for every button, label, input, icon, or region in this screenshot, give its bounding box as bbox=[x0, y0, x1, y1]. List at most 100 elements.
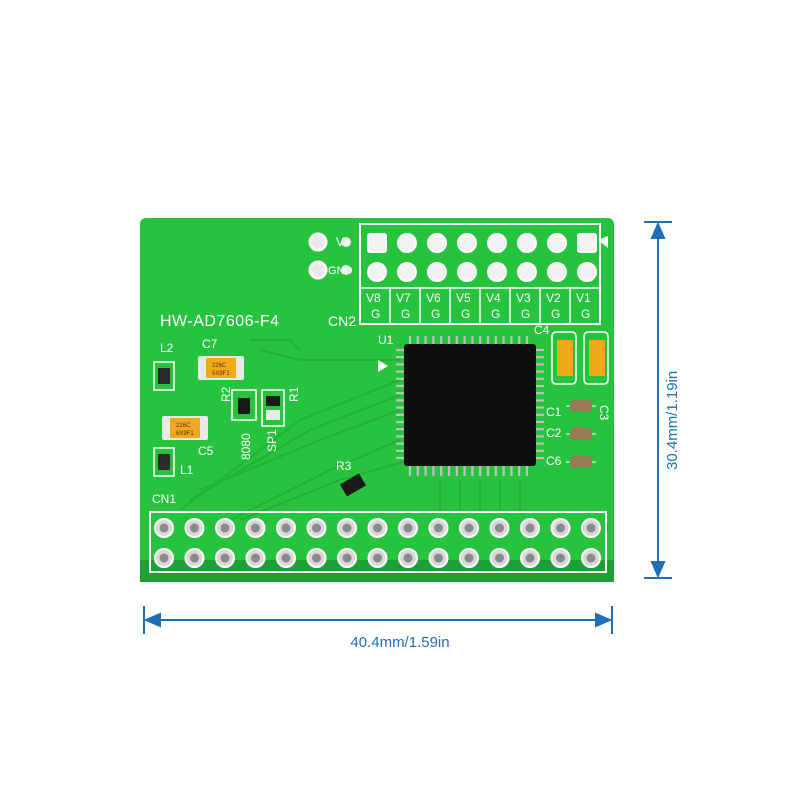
c5-marking: 226C bbox=[176, 423, 191, 429]
ground-label-6: G bbox=[521, 307, 530, 321]
cn1-pin bbox=[373, 523, 382, 533]
cn1-pin bbox=[373, 553, 382, 563]
ground-label-8: G bbox=[581, 307, 590, 321]
cn1-pin bbox=[342, 553, 352, 563]
mode-label: 8080 bbox=[239, 433, 253, 460]
vx-pad bbox=[308, 232, 328, 252]
cn1-pin bbox=[434, 523, 443, 533]
l1-label: L1 bbox=[180, 463, 194, 477]
c2-label: C2 bbox=[546, 426, 562, 440]
ground-label-3: G bbox=[431, 307, 440, 321]
cn1-pin bbox=[525, 523, 535, 533]
cn1-pin bbox=[312, 553, 321, 563]
r1-label: R1 bbox=[287, 386, 301, 402]
channel-label-v7: V7 bbox=[396, 291, 411, 305]
cn1-pin bbox=[251, 553, 260, 563]
cn1-pin bbox=[281, 553, 291, 563]
r3-label: R3 bbox=[336, 459, 352, 473]
channel-label-v8: V8 bbox=[366, 291, 381, 305]
resistor-r2 bbox=[238, 398, 250, 414]
tantalum-capacitor-c4 bbox=[557, 340, 573, 376]
ceramic-capacitors bbox=[570, 400, 592, 468]
cn1-pin bbox=[220, 553, 230, 563]
cn2-dividers bbox=[389, 288, 571, 324]
cn1-pin bbox=[556, 553, 565, 563]
cn1-pin bbox=[251, 523, 260, 533]
ground-label-7: G bbox=[551, 307, 560, 321]
adc-chip bbox=[404, 344, 536, 466]
pcb-traces bbox=[179, 339, 521, 521]
channel-label-v1: V1 bbox=[576, 291, 591, 305]
c5-label: C5 bbox=[198, 444, 214, 458]
cn1-pin bbox=[159, 553, 169, 563]
board-name: HW-AD7606-F4 bbox=[160, 313, 280, 330]
inductor-l1 bbox=[158, 454, 170, 470]
ground-label-2: G bbox=[401, 307, 410, 321]
cn1-pin bbox=[281, 523, 291, 533]
l2-label: L2 bbox=[160, 341, 174, 355]
pin1-marker-icon bbox=[598, 236, 608, 248]
cn1-pins bbox=[154, 518, 601, 568]
c7-code: 6X9F1 bbox=[212, 371, 230, 377]
channel-label-v5: V5 bbox=[456, 291, 471, 305]
resistor-r1 bbox=[266, 396, 280, 406]
cn1-pin bbox=[586, 553, 596, 563]
cn1-pin bbox=[434, 553, 443, 563]
cn1-pin bbox=[403, 553, 413, 563]
channel-label-v4: V4 bbox=[486, 291, 501, 305]
cn1-pin bbox=[342, 523, 352, 533]
c7-marking: 226C bbox=[212, 363, 227, 369]
cn1-pin bbox=[190, 523, 199, 533]
jumper-sp1 bbox=[266, 410, 280, 420]
ground-label-4: G bbox=[461, 307, 470, 321]
cn1-pin bbox=[495, 523, 504, 533]
vx-label: Vx bbox=[336, 235, 350, 249]
channel-label-v2: V2 bbox=[546, 291, 561, 305]
cn1-pin bbox=[220, 523, 230, 533]
resistor-r3 bbox=[339, 473, 367, 497]
chip-pins bbox=[396, 336, 544, 476]
ground-label-5: G bbox=[491, 307, 500, 321]
ground-label-1: G bbox=[371, 307, 380, 321]
cn1-pin bbox=[312, 523, 321, 533]
pcb-board bbox=[140, 218, 614, 582]
channel-label-v6: V6 bbox=[426, 291, 441, 305]
height-dimension-label: 30.4mm/1.19in bbox=[664, 370, 681, 470]
cn1-pin bbox=[403, 523, 413, 533]
vx-pad-2 bbox=[341, 237, 351, 247]
u1-label: U1 bbox=[378, 333, 394, 347]
tantalum-capacitor-c7: 226C 6X9F1 bbox=[198, 356, 244, 380]
r2-label: R2 bbox=[219, 386, 233, 402]
cn1-pin bbox=[464, 523, 474, 533]
cn1-pin bbox=[159, 523, 169, 533]
u1-pin1-marker-icon bbox=[378, 360, 388, 372]
c4-label: C4 bbox=[534, 323, 550, 337]
cn1-pin bbox=[495, 553, 504, 563]
c3-label: C3 bbox=[597, 405, 611, 421]
cn1-label: CN1 bbox=[152, 492, 176, 506]
c6-label: C6 bbox=[546, 454, 562, 468]
tantalum-capacitor-c3 bbox=[589, 340, 605, 376]
cn1-pin bbox=[586, 523, 596, 533]
gnd-pad bbox=[308, 260, 328, 280]
inductor-l2 bbox=[158, 368, 170, 384]
cn1-pin bbox=[190, 553, 199, 563]
gnd-pad-2 bbox=[341, 265, 351, 275]
tantalum-capacitor-c5: 226C 6X9F1 bbox=[162, 416, 208, 440]
height-dimension bbox=[644, 221, 672, 579]
gnd-label: GND bbox=[328, 265, 353, 277]
cn1-header-outline bbox=[149, 511, 607, 573]
cn1-pin bbox=[556, 523, 565, 533]
width-dimension-label: 40.4mm/1.59in bbox=[350, 634, 450, 651]
cn1-pin bbox=[464, 553, 474, 563]
c5-code: 6X9F1 bbox=[176, 431, 194, 437]
cn2-label: CN2 bbox=[328, 313, 356, 329]
width-dimension bbox=[143, 606, 613, 634]
c1-label: C1 bbox=[546, 405, 562, 419]
cn1-pin bbox=[525, 553, 535, 563]
c7-label: C7 bbox=[202, 337, 218, 351]
channel-label-v3: V3 bbox=[516, 291, 531, 305]
cn2-pads bbox=[367, 233, 597, 282]
sp1-label: SP1 bbox=[265, 429, 279, 452]
